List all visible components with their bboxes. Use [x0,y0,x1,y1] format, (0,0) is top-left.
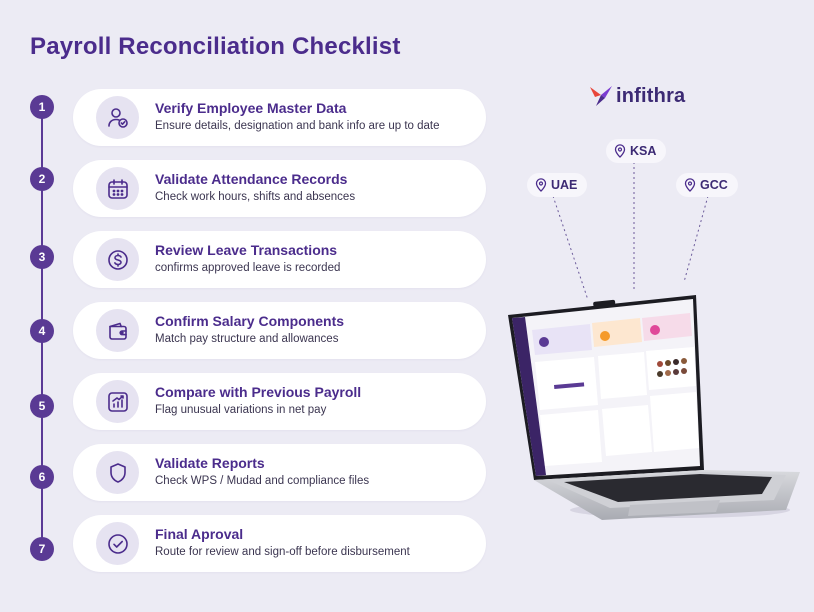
step-title: Validate Reports [155,455,265,471]
laptop-illustration [508,295,800,520]
location-pin-icon [684,178,696,192]
step-number-badge: 7 [30,537,54,561]
calendar-icon [96,167,139,210]
step-card: Review Leave Transactions confirms appro… [73,231,486,288]
checklist-step: 2 Validate Attendance Records Check work… [0,160,490,217]
step-title: Confirm Salary Components [155,313,345,329]
checklist-step: 4 Confirm Salary Components Match pay st… [0,302,490,359]
step-number-badge: 5 [30,394,54,418]
step-card: Validate Reports Check WPS / Mudad and c… [73,444,486,501]
region-pin-ksa: KSA [606,139,667,163]
checklist-step: 1 Verify Employee Master Data Ensure det… [0,89,490,146]
step-card: Validate Attendance Records Check work h… [73,160,486,217]
location-pin-icon [535,178,547,192]
checklist-step: 5 Compare with Previous Payroll Flag unu… [0,373,490,430]
step-description: Route for review and sign-off before dis… [155,546,410,558]
region-pin-uae: UAE [527,173,588,197]
region-label: UAE [551,178,578,192]
trend-chart-icon [96,380,139,423]
step-description: Ensure details, designation and bank inf… [155,120,440,132]
checklist-step: 6 Validate Reports Check WPS / Mudad and… [0,444,490,501]
brand-logo: infithra [589,83,685,109]
step-card: Final Aproval Route for review and sign-… [73,515,486,572]
step-number-badge: 2 [30,167,54,191]
step-card: Compare with Previous Payroll Flag unusu… [73,373,486,430]
step-description: Check work hours, shifts and absences [155,191,356,203]
step-title: Review Leave Transactions [155,242,338,258]
step-title: Final Aproval [155,526,244,542]
step-number-badge: 3 [30,245,54,269]
step-title: Verify Employee Master Data [155,100,347,116]
step-description: confirms approved leave is recorded [155,262,341,274]
dollar-coin-icon [96,238,139,281]
step-number-badge: 1 [30,95,54,119]
step-card: Verify Employee Master Data Ensure detai… [73,89,486,146]
page-title: Payroll Reconciliation Checklist [30,33,401,60]
location-pin-icon [614,144,626,158]
checklist-step: 7 Final Aproval Route for review and sig… [0,515,490,572]
step-description: Check WPS / Mudad and compliance files [155,475,370,487]
step-title: Compare with Previous Payroll [155,384,362,400]
step-card: Confirm Salary Components Match pay stru… [73,302,486,359]
step-number-badge: 4 [30,319,54,343]
check-circle-icon [96,522,139,565]
region-label: KSA [630,144,657,158]
user-check-icon [96,96,139,139]
wallet-icon [96,309,139,352]
step-title: Validate Attendance Records [155,171,348,187]
region-pin-gcc: GCC [676,173,738,197]
step-description: Match pay structure and allowances [155,333,339,345]
step-description: Flag unusual variations in net pay [155,404,327,416]
logo-mark-icon [590,86,612,106]
brand-name: infithra [616,84,686,107]
region-label: GCC [700,178,728,192]
shield-icon [96,451,139,494]
step-number-badge: 6 [30,465,54,489]
checklist-step: 3 Review Leave Transactions confirms app… [0,231,490,288]
